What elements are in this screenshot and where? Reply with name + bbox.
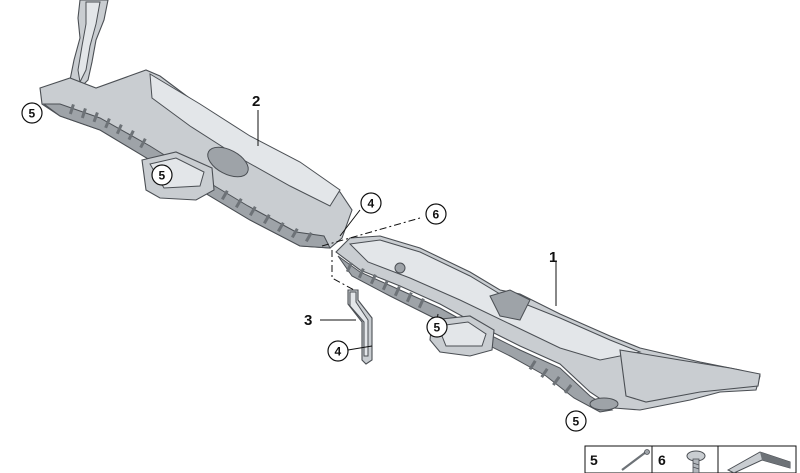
callout-2: 2 (252, 93, 260, 110)
assembly-line (321, 217, 421, 247)
callout-5-bottom-right: 5 (565, 410, 587, 432)
parts-legend: 5 6 (584, 445, 797, 473)
svg-text:4: 4 (368, 197, 375, 211)
screw-icon (686, 450, 706, 473)
callout-3: 3 (304, 312, 312, 329)
cover-right-slots (345, 262, 573, 394)
callout-5-top-left: 5 (21, 102, 43, 124)
pin-icon (621, 449, 650, 471)
callout-6: 6 (425, 203, 447, 225)
legend-cell-6: 6 (658, 450, 706, 473)
callout-4-upper: 4 (360, 192, 382, 214)
svg-text:5: 5 (573, 415, 580, 429)
svg-text:5: 5 (434, 321, 441, 335)
legend-cell-5: 5 (590, 449, 650, 471)
callout-5-left-bracket: 5 (151, 164, 173, 186)
svg-text:5: 5 (590, 452, 598, 468)
svg-text:4: 4 (335, 345, 342, 359)
sealing-strip-icon (726, 451, 791, 473)
bracket (347, 289, 373, 365)
svg-text:6: 6 (433, 208, 440, 222)
callout-4-lower: 4 (327, 340, 349, 362)
svg-text:5: 5 (29, 107, 36, 121)
svg-text:6: 6 (658, 452, 666, 468)
cover-left-slots (68, 104, 313, 243)
callout-1: 1 (549, 249, 557, 266)
callout-5-center: 5 (426, 316, 448, 338)
svg-text:5: 5 (159, 169, 166, 183)
cowl-cover-left (39, 0, 353, 249)
leader-lines (257, 110, 557, 351)
cowl-cover-right (335, 235, 761, 413)
